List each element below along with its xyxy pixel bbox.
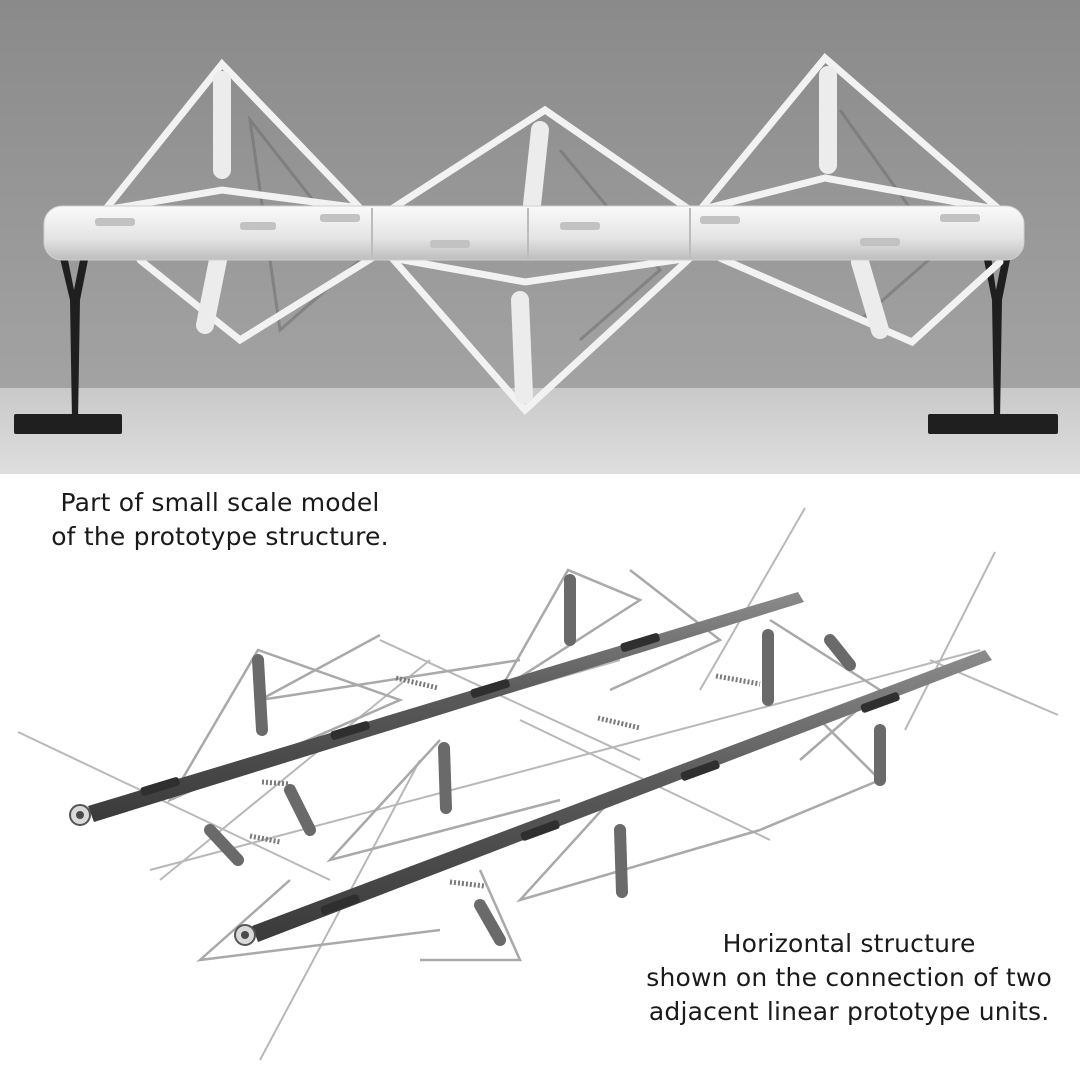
photo-caption-line-2: of the prototype structure. bbox=[51, 522, 389, 551]
table-surface bbox=[0, 388, 1080, 474]
support-stand-right bbox=[928, 250, 1058, 434]
structure-render bbox=[0, 500, 1080, 1080]
photo-caption: Part of small scale model of the prototy… bbox=[0, 486, 440, 554]
render-caption-line-1: Horizontal structure bbox=[722, 929, 976, 958]
model-struts bbox=[101, 52, 1004, 416]
render-caption: Horizontal structure shown on the connec… bbox=[646, 927, 1052, 1029]
model-main-tube bbox=[43, 205, 1025, 261]
model-tube-slots bbox=[95, 214, 980, 248]
render-springs bbox=[249, 673, 761, 889]
support-stand-left bbox=[14, 250, 122, 434]
render-caption-line-2: shown on the connection of two bbox=[646, 963, 1052, 992]
model-tube-joints bbox=[371, 208, 691, 258]
render-beam-clamps bbox=[140, 633, 900, 915]
render-caption-line-3: adjacent linear prototype units. bbox=[648, 997, 1050, 1026]
render-compression-members bbox=[204, 574, 886, 946]
scale-model-photo bbox=[0, 0, 1080, 474]
photo-caption-line-1: Part of small scale model bbox=[60, 488, 380, 517]
model-compression-members bbox=[196, 66, 889, 404]
render-beam-rear bbox=[69, 592, 804, 826]
render-beam-front bbox=[234, 650, 992, 946]
